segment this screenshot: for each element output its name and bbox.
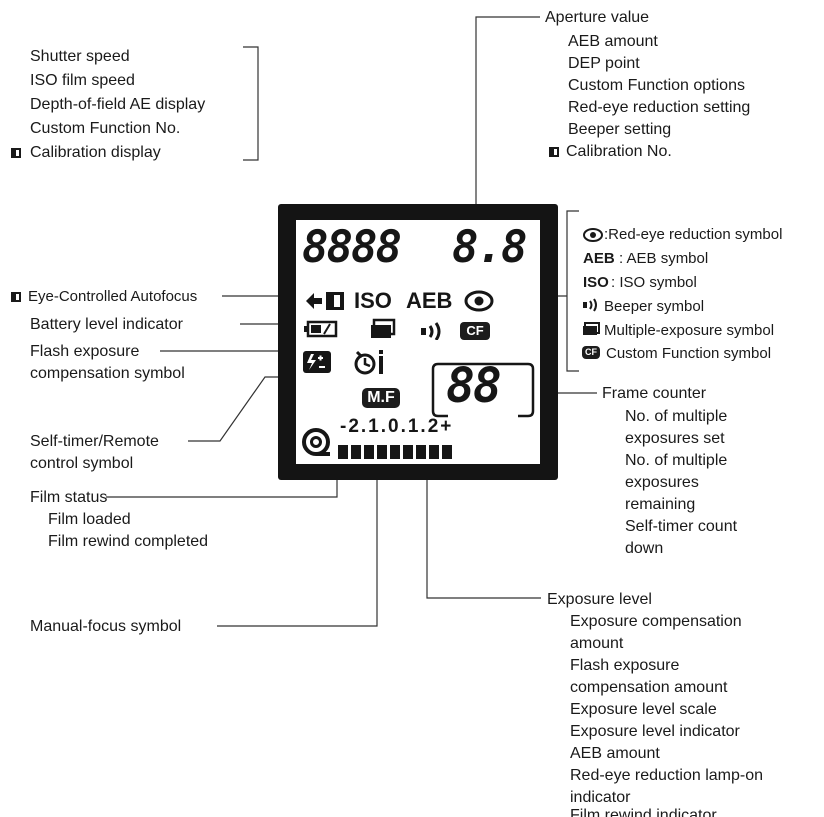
exposure-level-leader <box>426 424 541 599</box>
lcd-film-cartridge-icon <box>302 428 330 456</box>
exposure-level-line: Exposure compensation <box>570 613 742 630</box>
label-manual-focus: Manual-focus symbol <box>30 618 182 635</box>
label-film-loaded: Film loaded <box>48 511 131 528</box>
label-aeb-symbol: : AEB symbol <box>619 250 709 267</box>
exposure-level-line: indicator <box>570 789 631 806</box>
exposure-level-line: Exposure level scale <box>570 701 717 718</box>
exposure-level-line: Exposure level indicator <box>570 723 740 740</box>
exposure-level-line: Red-eye reduction lamp-on <box>570 767 763 784</box>
label-red-eye-setting: Red-eye reduction setting <box>568 99 751 116</box>
frame-counter-line: down <box>625 540 664 557</box>
label-flash-exposure: Flash exposure <box>30 343 140 360</box>
lcd-aeb-symbol: AEB <box>406 288 453 313</box>
lcd-manual-focus-chip: M.F <box>362 388 400 408</box>
lcd-display: 8888 8.8 ISO AEB <box>296 220 540 464</box>
red-eye-icon <box>583 228 603 242</box>
lcd-beeper-icon <box>421 322 441 340</box>
label-multiple-exposure-symbol: Multiple-exposure symbol <box>604 322 775 339</box>
label-iso-symbol: : ISO symbol <box>611 274 697 291</box>
label-battery-level: Battery level indicator <box>30 316 183 333</box>
top-left-bracket <box>243 46 259 161</box>
label-iso-film-speed: ISO film speed <box>30 72 135 89</box>
calibration-icon <box>11 148 21 158</box>
label-beeper-setting: Beeper setting <box>568 121 672 138</box>
aeb-key: AEB <box>583 250 615 267</box>
lcd-flash-compensation-icon <box>303 351 331 373</box>
exposure-level-line: amount <box>570 635 624 652</box>
label-dof-ae-display: Depth-of-field AE display <box>30 96 206 113</box>
label-custom-function-options: Custom Function options <box>568 77 745 94</box>
custom-function-icon: CF <box>582 346 600 359</box>
label-self-timer: Self-timer/Remote <box>30 433 159 450</box>
lcd-exposure-scale-labels: -2.1.0.1.2+ <box>340 416 454 437</box>
lcd-panel: 8888 8.8 ISO AEB <box>278 204 558 480</box>
label-red-eye-symbol: :Red-eye reduction symbol <box>604 226 783 243</box>
frame-counter-line: remaining <box>625 496 696 513</box>
frame-counter-line: exposures set <box>625 430 725 447</box>
exposure-level-line: Film rewind indicator <box>570 807 717 817</box>
label-exposure-level: Exposure level <box>547 591 652 608</box>
label-eye-controlled-af: Eye-Controlled Autofocus <box>28 288 198 305</box>
label-film-status: Film status <box>30 489 108 506</box>
lcd-red-eye-icon <box>464 290 494 312</box>
beeper-icon <box>583 298 597 312</box>
label-aperture-value: Aperture value <box>545 9 650 26</box>
lcd-multiple-exposure-icon <box>371 318 396 338</box>
label-calibration-display: Calibration display <box>30 144 161 161</box>
multiple-exposure-icon <box>583 322 600 335</box>
aperture-leader <box>475 16 540 218</box>
label-frame-counter: Frame counter <box>602 385 707 402</box>
label-film-rewind-completed: Film rewind completed <box>48 533 209 550</box>
label-shutter-speed: Shutter speed <box>30 48 130 65</box>
label-custom-function-no: Custom Function No. <box>30 120 181 137</box>
exposure-level-line: Flash exposure <box>570 657 680 674</box>
lcd-frame-counter-bracket <box>431 362 535 418</box>
lcd-iso-symbol: ISO <box>354 288 392 313</box>
lcd-aperture-digits: 8.8 <box>452 222 527 273</box>
lcd-frame-counter-digits: 88 <box>446 358 502 414</box>
right-symbol-bracket <box>566 210 579 372</box>
label-beeper-symbol: Beeper symbol <box>604 298 705 315</box>
calibration-icon <box>549 147 559 157</box>
eye-af-icon <box>11 292 21 302</box>
exposure-level-line: AEB amount <box>570 745 660 762</box>
label-custom-function-symbol: Custom Function symbol <box>606 345 772 362</box>
frame-counter-line: No. of multiple <box>625 452 728 469</box>
label-aeb-amount: AEB amount <box>568 33 658 50</box>
lcd-battery-icon <box>304 320 338 338</box>
eye-af-arrow-icon <box>306 292 344 310</box>
label-flash-compensation-symbol: compensation symbol <box>30 365 185 382</box>
label-remote-control-symbol: control symbol <box>30 455 134 472</box>
frame-counter-line: exposures <box>625 474 699 491</box>
exposure-level-line: compensation amount <box>570 679 728 696</box>
lcd-shutter-digits: 8888 <box>302 222 402 273</box>
frame-counter-line: No. of multiple <box>625 408 728 425</box>
label-calibration-no: Calibration No. <box>566 143 672 160</box>
lcd-self-timer-icon <box>354 350 383 375</box>
frame-counter-line: Self-timer count <box>625 518 738 535</box>
lcd-exposure-scale-bars <box>338 445 452 459</box>
lcd-cf-chip: CF <box>460 322 490 340</box>
iso-key: ISO <box>583 274 609 291</box>
label-dep-point: DEP point <box>568 55 640 72</box>
